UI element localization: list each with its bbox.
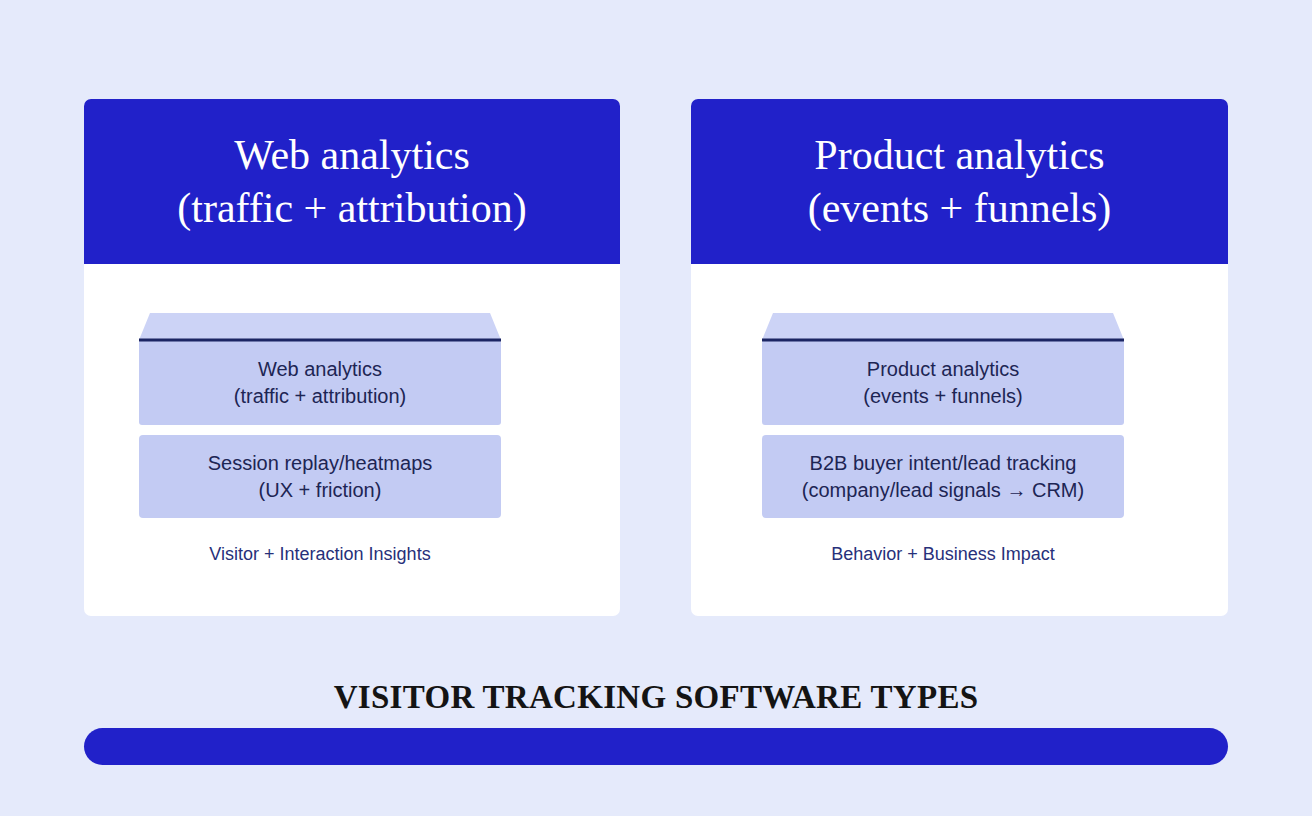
- card-header: Web analytics (traffic + attribution): [84, 99, 620, 264]
- layer-edge: [762, 339, 1124, 342]
- card-caption: Behavior + Business Impact: [762, 542, 1124, 566]
- box-label: B2B buyer intent/lead tracking (company/…: [799, 450, 1088, 504]
- card-header: Product analytics (events + funnels): [691, 99, 1228, 264]
- feature-box: Session replay/heatmaps (UX + friction): [139, 435, 501, 518]
- layer-front: [762, 340, 1124, 425]
- box-fill: [139, 435, 501, 518]
- category-card: Product analytics (events + funnels) B2B …: [691, 99, 1228, 616]
- layer-box: Web analytics (traffic + attribution): [139, 313, 501, 425]
- box-body: B2B buyer intent/lead tracking (company/…: [762, 435, 1124, 518]
- layer-top: [139, 313, 501, 340]
- card-heading: Product analytics (events + funnels): [805, 129, 1115, 235]
- box-shape: [762, 435, 1124, 518]
- box-label: Web analytics (traffic + attribution): [231, 356, 410, 410]
- layer-top: [762, 313, 1124, 340]
- box-fill: [762, 435, 1124, 518]
- box-label: Product analytics (events + funnels): [860, 356, 1026, 410]
- category-card: Web analytics (traffic + attribution) Ses…: [84, 99, 620, 616]
- layer-box: Product analytics (events + funnels): [762, 313, 1124, 425]
- box-label: Session replay/heatmaps (UX + friction): [205, 450, 436, 504]
- diagram-title: VISITOR TRACKING SOFTWARE TYPES: [0, 676, 1312, 718]
- footer-bar: [84, 728, 1228, 765]
- layer-edge: [139, 339, 501, 342]
- card-heading: Web analytics (traffic + attribution): [174, 129, 530, 235]
- feature-box: B2B buyer intent/lead tracking (company/…: [762, 435, 1124, 518]
- card-caption: Visitor + Interaction Insights: [139, 542, 501, 566]
- box-body: Product analytics (events + funnels): [762, 340, 1124, 425]
- box-shape: [139, 435, 501, 518]
- layer-front: [139, 340, 501, 425]
- box-body: Web analytics (traffic + attribution): [139, 340, 501, 425]
- box-body: Session replay/heatmaps (UX + friction): [139, 435, 501, 518]
